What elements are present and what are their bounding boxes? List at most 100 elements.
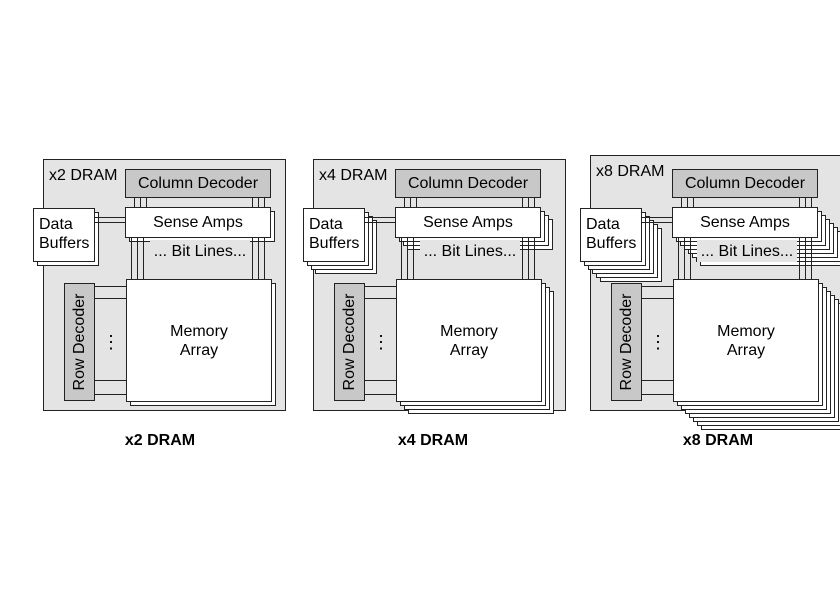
- caption-text: x4 DRAM: [397, 432, 469, 449]
- dram-chip-outline: [43, 159, 286, 411]
- word-line: [642, 286, 673, 287]
- sense-amps-label: Sense Amps: [423, 214, 513, 231]
- row-decoder-label: Row Decoder: [340, 293, 358, 391]
- row-decoder: Row Decoder: [64, 283, 95, 401]
- decoder-line: [410, 198, 411, 207]
- sense-amps-copy: [700, 235, 840, 266]
- sense-amps-label: Sense Amps: [153, 214, 243, 231]
- decoder-line: [258, 198, 259, 207]
- bit-line: [799, 238, 800, 279]
- row-dots: ⋮: [649, 326, 667, 358]
- row-dots-glyph: ⋮: [102, 331, 120, 352]
- word-line: [95, 286, 126, 287]
- data-buffers-copy: [592, 220, 654, 274]
- data-buffers-copy: [315, 220, 377, 274]
- data-buffers-copy: [311, 216, 373, 270]
- decoder-line: [528, 198, 529, 207]
- bit-lines-label: ... Bit Lines...: [420, 240, 520, 262]
- bit-lines-label: ... Bit Lines...: [697, 240, 797, 262]
- data-buffers-copy: [596, 224, 658, 278]
- sense-amps-copy: [688, 223, 834, 254]
- word-line: [642, 380, 673, 381]
- bit-line: [811, 238, 812, 279]
- sense-amps-copy: [696, 231, 840, 262]
- memory-array-copy: [681, 287, 827, 410]
- sense-amps: Sense Amps: [395, 207, 541, 238]
- word-line: [642, 394, 673, 395]
- sense-amps-copy: [680, 215, 826, 246]
- buffer-line: [642, 217, 672, 218]
- sense-amps: Sense Amps: [672, 207, 818, 238]
- data-buffers-label: Data Buffers: [586, 216, 637, 252]
- column-decoder: Column Decoder: [125, 169, 271, 198]
- memory-array-copy: [693, 299, 839, 422]
- memory-array-copy: [697, 303, 840, 426]
- memory-array: Memory Array: [673, 279, 819, 402]
- bit-line: [264, 238, 265, 279]
- word-line: [365, 394, 396, 395]
- caption-text: x2 DRAM: [124, 432, 196, 449]
- buffer-line: [95, 222, 125, 223]
- row-decoder: Row Decoder: [611, 283, 642, 401]
- data-buffers: Data Buffers: [303, 208, 365, 262]
- buffer-line: [642, 222, 672, 223]
- word-line: [365, 286, 396, 287]
- dram-chip-outline: [313, 159, 566, 411]
- chip-label-text: x4 DRAM: [319, 167, 388, 184]
- bit-line: [401, 238, 402, 279]
- sense-amps-copy: [692, 227, 838, 258]
- memory-array-copy: [677, 283, 823, 406]
- word-line: [95, 394, 126, 395]
- word-line: [365, 298, 396, 299]
- decoder-line: [416, 198, 417, 207]
- data-buffers-copy: [37, 212, 99, 266]
- caption-text: x8 DRAM: [682, 432, 754, 449]
- row-dots: ⋮: [372, 326, 390, 358]
- decoder-line: [805, 198, 806, 207]
- row-decoder: Row Decoder: [334, 283, 365, 401]
- decoder-line: [687, 198, 688, 207]
- bit-line: [684, 238, 685, 279]
- sense-amps-copy: [129, 211, 275, 242]
- chip-label: x2 DRAM: [49, 166, 149, 186]
- memory-array-label: Memory Array: [170, 322, 228, 359]
- bit-line: [137, 238, 138, 279]
- data-buffers: Data Buffers: [33, 208, 95, 262]
- data-buffers-copy: [584, 212, 646, 266]
- bit-line: [528, 238, 529, 279]
- memory-array: Memory Array: [126, 279, 272, 402]
- chip-label-text: x8 DRAM: [596, 163, 665, 180]
- word-line: [642, 298, 673, 299]
- bit-line: [534, 238, 535, 279]
- bit-line: [258, 238, 259, 279]
- memory-array-copy: [408, 291, 554, 414]
- sense-amps: Sense Amps: [125, 207, 271, 238]
- bit-line: [252, 238, 253, 279]
- memory-array-label: Memory Array: [717, 322, 775, 359]
- decoder-line: [146, 198, 147, 207]
- data-buffers-copy: [588, 216, 650, 270]
- sense-amps-copy: [684, 219, 830, 250]
- bit-line: [678, 238, 679, 279]
- bit-lines-text: ... Bit Lines...: [153, 242, 247, 260]
- decoder-line: [811, 198, 812, 207]
- memory-array-copy: [130, 283, 276, 406]
- buffer-line: [365, 217, 395, 218]
- word-line: [95, 380, 126, 381]
- bit-line: [805, 238, 806, 279]
- buffer-line: [95, 217, 125, 218]
- column-decoder: Column Decoder: [672, 169, 818, 198]
- decoder-line: [534, 198, 535, 207]
- diagram-caption: x2 DRAM: [40, 432, 280, 452]
- word-line: [365, 380, 396, 381]
- diagram-caption: x8 DRAM: [598, 432, 838, 452]
- row-dots-glyph: ⋮: [372, 331, 390, 352]
- decoder-line: [799, 198, 800, 207]
- data-buffers-label: Data Buffers: [39, 216, 90, 252]
- decoder-line: [140, 198, 141, 207]
- memory-array-copy: [689, 295, 835, 418]
- chip-label: x8 DRAM: [596, 162, 696, 182]
- memory-array: Memory Array: [396, 279, 542, 402]
